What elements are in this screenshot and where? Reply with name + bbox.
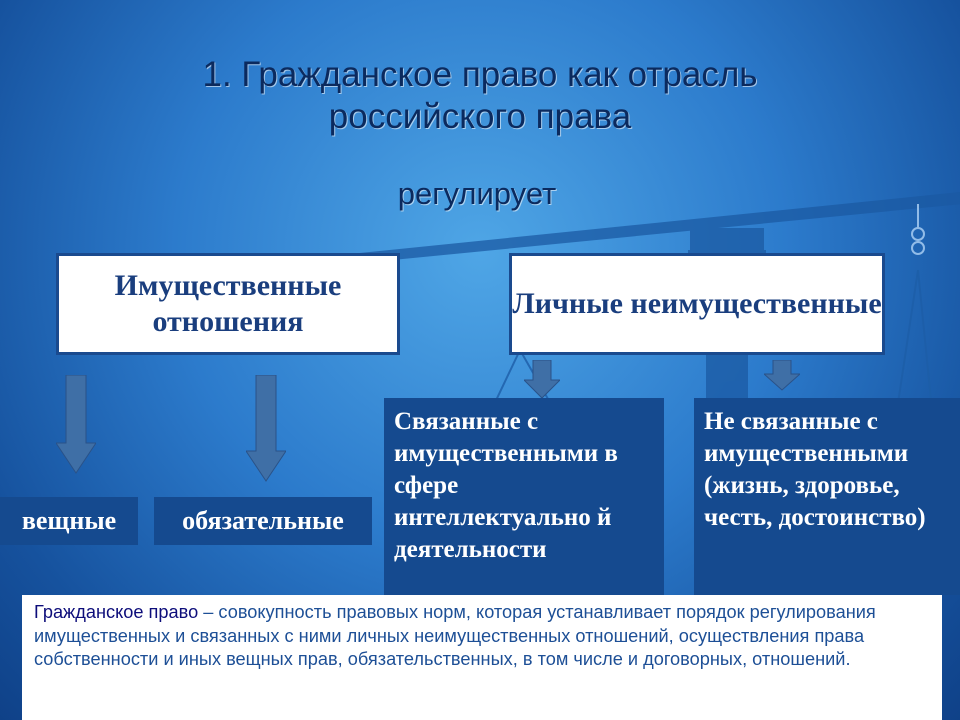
title-line-1: 1. Гражданское право как отрасль xyxy=(202,55,758,94)
property-relations-box: Имущественные отношения xyxy=(56,253,400,355)
obligation-rights-box: обязательные xyxy=(154,497,372,545)
not-related-to-property-box: Не связанные с имущественными (жизнь, зд… xyxy=(694,398,960,595)
personal-non-property-box: Личные неимущественные xyxy=(509,253,885,355)
title-line-2: российского права xyxy=(328,97,632,136)
property-relations-label: Имущественные отношения xyxy=(114,269,342,338)
real-rights-label: вещные xyxy=(21,506,117,535)
arrow-down-icon xyxy=(246,375,286,482)
arrow-down-icon xyxy=(56,375,96,474)
arrow-down-icon xyxy=(764,360,800,391)
regulates-label: регулирует xyxy=(397,176,557,211)
definition-term: Гражданское право xyxy=(34,602,199,622)
civil-law-definition: Гражданское право – совокупность правовы… xyxy=(22,595,942,720)
real-rights-box: вещные xyxy=(0,497,138,545)
obligation-rights-label: обязательные xyxy=(182,506,344,535)
not-related-to-property-label: Не связанные с имущественными (жизнь, зд… xyxy=(704,408,926,531)
definition-text: – совокупность правовых норм, которая ус… xyxy=(34,602,876,669)
page-title: 1. Гражданское право как отрасль российс… xyxy=(0,54,960,138)
personal-non-property-label: Личные неимущественные xyxy=(512,287,882,320)
related-to-property-box: Связанные с имущественными в сфере интел… xyxy=(384,398,664,595)
arrow-down-icon xyxy=(524,360,560,399)
related-to-property-label: Связанные с имущественными в сфере интел… xyxy=(394,408,618,563)
